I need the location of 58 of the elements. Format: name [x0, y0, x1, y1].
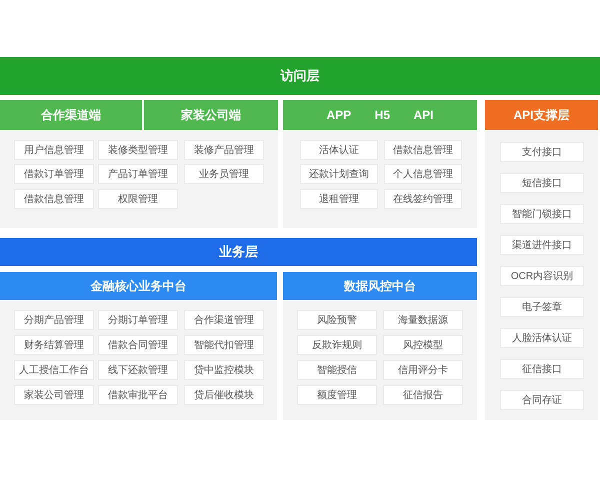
function-box: 支付接口 [500, 142, 584, 162]
function-box: 业务员管理 [184, 164, 264, 184]
function-box: 线下还款管理 [98, 360, 178, 380]
function-box: 装修产品管理 [184, 140, 264, 160]
layer-bar: 访问层 [0, 57, 600, 95]
function-box: OCR内容识别 [500, 266, 584, 286]
function-box: 渠道进件接口 [500, 235, 584, 255]
module-panel [485, 100, 598, 420]
function-box: 信用评分卡 [383, 360, 463, 380]
function-box: 智能代扣管理 [184, 335, 264, 355]
function-box: 额度管理 [297, 385, 377, 405]
function-box: 装修类型管理 [98, 140, 178, 160]
function-box: 征信接口 [500, 359, 584, 379]
module-panel [0, 100, 278, 228]
function-box: 借款信息管理 [384, 140, 462, 160]
function-box: 短信接口 [500, 173, 584, 193]
function-box: 退租管理 [300, 189, 378, 209]
module-panel [283, 272, 477, 420]
function-box: 风险预警 [297, 310, 377, 330]
section-header: 金融核心业务中台 [0, 272, 277, 300]
function-box: 分期产品管理 [14, 310, 94, 330]
function-box: 人工授信工作台 [14, 360, 94, 380]
section-header: 合作渠道端 [0, 100, 142, 130]
channel-label: H5 [374, 108, 390, 122]
module-panel [0, 272, 277, 420]
function-box: 用户信息管理 [14, 140, 94, 160]
channel-label: API [413, 108, 434, 122]
function-box: 权限管理 [98, 189, 178, 209]
function-box: 家装公司管理 [14, 385, 94, 405]
function-box: 合同存证 [500, 390, 584, 410]
function-box: 贷后催收模块 [184, 385, 264, 405]
function-box: 贷中监控模块 [184, 360, 264, 380]
function-box: 借款信息管理 [14, 189, 94, 209]
section-header: API支撑层 [485, 100, 598, 130]
function-box: 分期订单管理 [98, 310, 178, 330]
function-box: 反欺诈规则 [297, 335, 377, 355]
function-box: 借款订单管理 [14, 164, 94, 184]
section-header: 家装公司端 [144, 100, 278, 130]
function-box: 海量数据源 [383, 310, 463, 330]
function-box: 智能门锁接口 [500, 204, 584, 224]
function-box: 活体认证 [300, 140, 378, 160]
section-header: 数据风控中台 [283, 272, 477, 300]
function-box: 个人信息管理 [384, 164, 462, 184]
function-box: 借款合同管理 [98, 335, 178, 355]
function-box: 在线签约管理 [384, 189, 462, 209]
function-box: 征信报告 [383, 385, 463, 405]
layer-bar: 业务层 [0, 238, 477, 266]
function-box: 财务结算管理 [14, 335, 94, 355]
function-box: 人脸活体认证 [500, 328, 584, 348]
module-panel [283, 100, 477, 228]
function-box: 还款计划查询 [300, 164, 378, 184]
function-box: 合作渠道管理 [184, 310, 264, 330]
function-box: 产品订单管理 [98, 164, 178, 184]
channel-label: APP [326, 108, 352, 122]
function-box: 智能授信 [297, 360, 377, 380]
function-box: 风控模型 [383, 335, 463, 355]
function-box: 电子签章 [500, 297, 584, 317]
function-box: 借款审批平台 [98, 385, 178, 405]
